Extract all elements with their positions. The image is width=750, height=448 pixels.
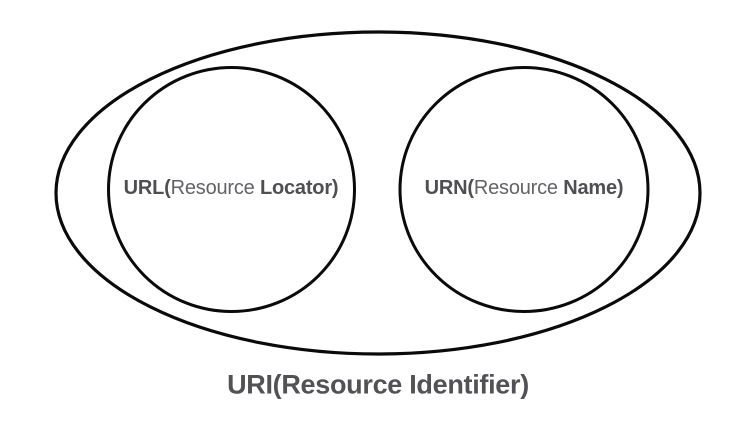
urn-label-bold-close: Name)	[563, 177, 624, 199]
url-label: URL(Resource Locator)	[124, 178, 339, 198]
uri-outer-ellipse	[54, 30, 702, 356]
url-label-regular: Resource	[170, 177, 260, 199]
url-label-bold-open: URL(	[123, 177, 171, 199]
urn-label-regular: Resource	[473, 177, 564, 199]
url-label-bold-close: Locator)	[259, 177, 339, 199]
url-circle	[107, 66, 356, 313]
urn-circle	[398, 66, 650, 313]
urn-label-bold-open: URN(	[424, 177, 474, 199]
urn-label: URN(Resource Name)	[425, 178, 624, 198]
uri-title-label: URI(Resource Identifier)	[227, 369, 529, 400]
